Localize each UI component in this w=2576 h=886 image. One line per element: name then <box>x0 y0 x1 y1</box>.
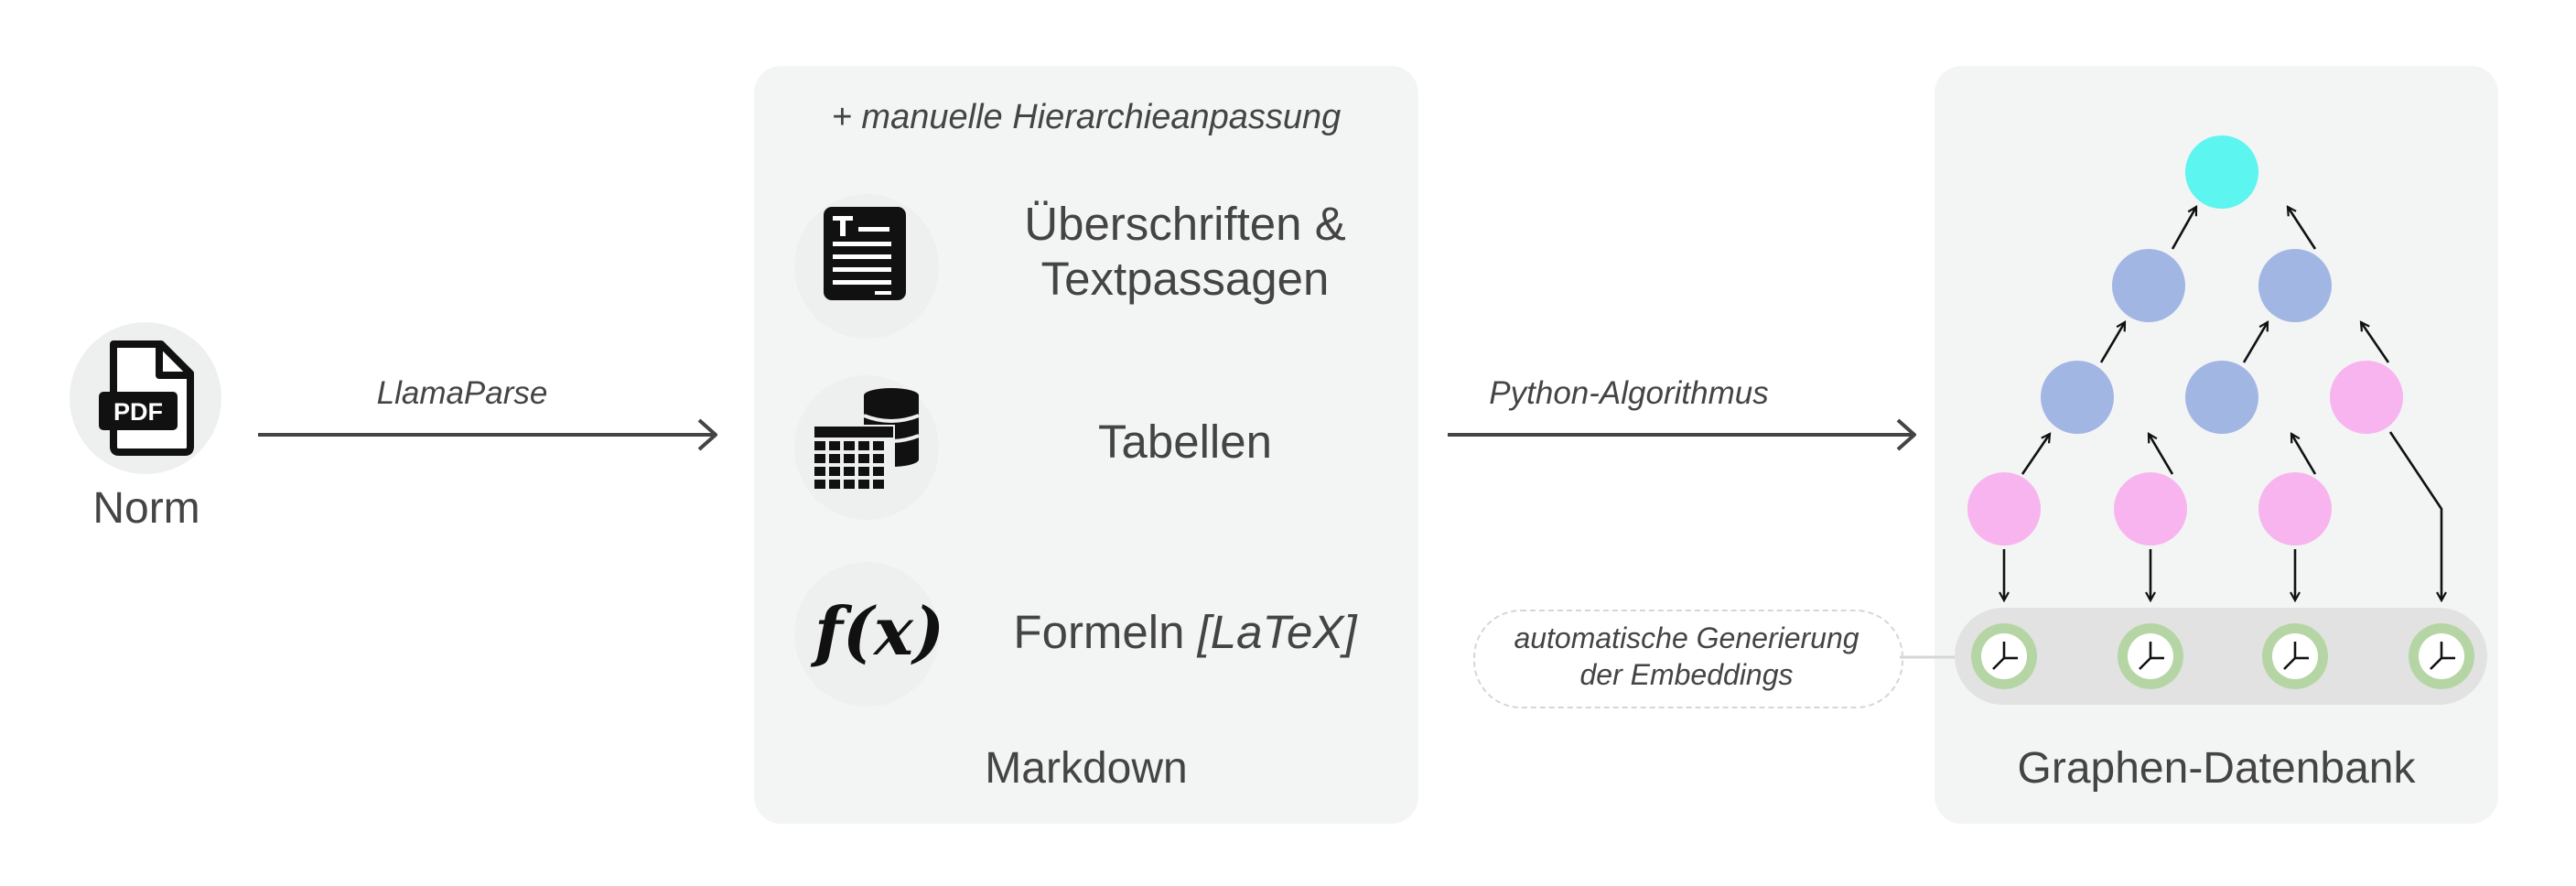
node-leaf3 <box>2258 472 2332 546</box>
node-l2a <box>2041 361 2114 434</box>
edge-l2c-l1b <box>2361 322 2390 363</box>
embedding-note <box>1473 610 1903 708</box>
node-l1a <box>2112 249 2185 322</box>
edge-l2c-emb <box>2388 431 2441 600</box>
embedding-node-2 <box>2118 623 2183 689</box>
node-root <box>2185 135 2258 209</box>
source-label: Norm <box>92 484 200 533</box>
embedding-note-line1: automatische Generierung <box>1514 621 1859 654</box>
formula-item-label-suffix: [LaTeX] <box>1197 606 1357 658</box>
pdf-icon-text: PDF <box>113 398 163 426</box>
arrow-python-label: Python-Algorithmus <box>1489 375 1769 411</box>
text-item-label-line2: Textpassagen <box>1040 253 1330 305</box>
embedding-note-line2: der Embeddings <box>1579 658 1794 691</box>
formula-item-label-main: Formeln <box>1013 606 1198 658</box>
markdown-panel-title: Markdown <box>985 744 1188 793</box>
formula-item-label: Formeln [LaTeX] <box>970 604 1400 661</box>
table-item-label: Tabellen <box>1098 416 1272 468</box>
arrow-llamaparse <box>258 418 717 451</box>
edge-leaf1-l2a <box>2021 434 2050 475</box>
function-icon: f(x) <box>802 586 944 686</box>
edge-leaf3-l2b <box>2291 434 2317 475</box>
embedding-node-1 <box>1971 623 2037 689</box>
embedding-node-3 <box>2262 623 2328 689</box>
embedding-bar <box>1955 608 2487 705</box>
edge-l1a-root <box>2171 207 2198 250</box>
embedding-node-4 <box>2409 623 2474 689</box>
node-l2b <box>2185 361 2258 434</box>
node-l2c <box>2330 361 2403 434</box>
arrow-llamaparse-label: LlamaParse <box>376 375 548 411</box>
node-l1b <box>2258 249 2332 322</box>
edge-leaf2-l2a <box>2149 434 2174 475</box>
node-leaf2 <box>2114 472 2187 546</box>
arrow-python-algorithm <box>1448 418 1916 451</box>
pdf-file-icon <box>99 340 194 456</box>
hierarchy-note: + manuelle Hierarchieanpassung <box>831 98 1342 136</box>
edge-l2a-l1a <box>2099 322 2125 363</box>
function-icon-text: f(x) <box>814 592 945 670</box>
edge-l2b-l1b <box>2242 322 2268 363</box>
function-icon-background <box>794 562 939 707</box>
graph-panel-title: Graphen-Datenbank <box>2017 744 2416 793</box>
text-item-label-line1: Überschriften & <box>1024 198 1346 250</box>
edge-l1b-root <box>2288 207 2317 250</box>
table-database-icon <box>813 388 920 494</box>
node-leaf1 <box>1967 472 2041 546</box>
text-document-icon <box>824 207 906 300</box>
